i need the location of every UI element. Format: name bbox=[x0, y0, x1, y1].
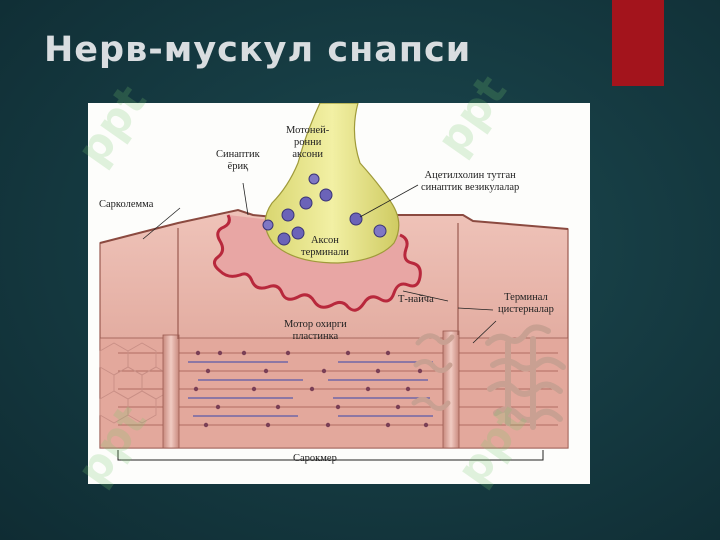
terminal-cisterns-network bbox=[485, 324, 566, 430]
leader-lines bbox=[142, 182, 497, 344]
axon-terminal bbox=[264, 103, 400, 264]
accent-bar bbox=[612, 0, 664, 86]
myofibrils bbox=[118, 352, 558, 426]
t-tubule-left bbox=[162, 334, 180, 449]
sarcomere-bracket bbox=[117, 450, 544, 461]
terminal-cisterns-left bbox=[411, 333, 455, 411]
label-sarcolemma: Сарколемма bbox=[99, 199, 154, 210]
diagram-illustration bbox=[99, 103, 569, 461]
synaptic-vesicles bbox=[262, 173, 387, 246]
myofilaments bbox=[193, 350, 429, 428]
label-sarcomere: Сарокмер bbox=[293, 453, 337, 464]
slide-title: Нерв-мускул снапси bbox=[44, 30, 472, 70]
label-t-tubule: Т-найча bbox=[398, 294, 434, 305]
thin-filaments bbox=[188, 361, 433, 417]
t-tubule-right bbox=[442, 330, 460, 449]
